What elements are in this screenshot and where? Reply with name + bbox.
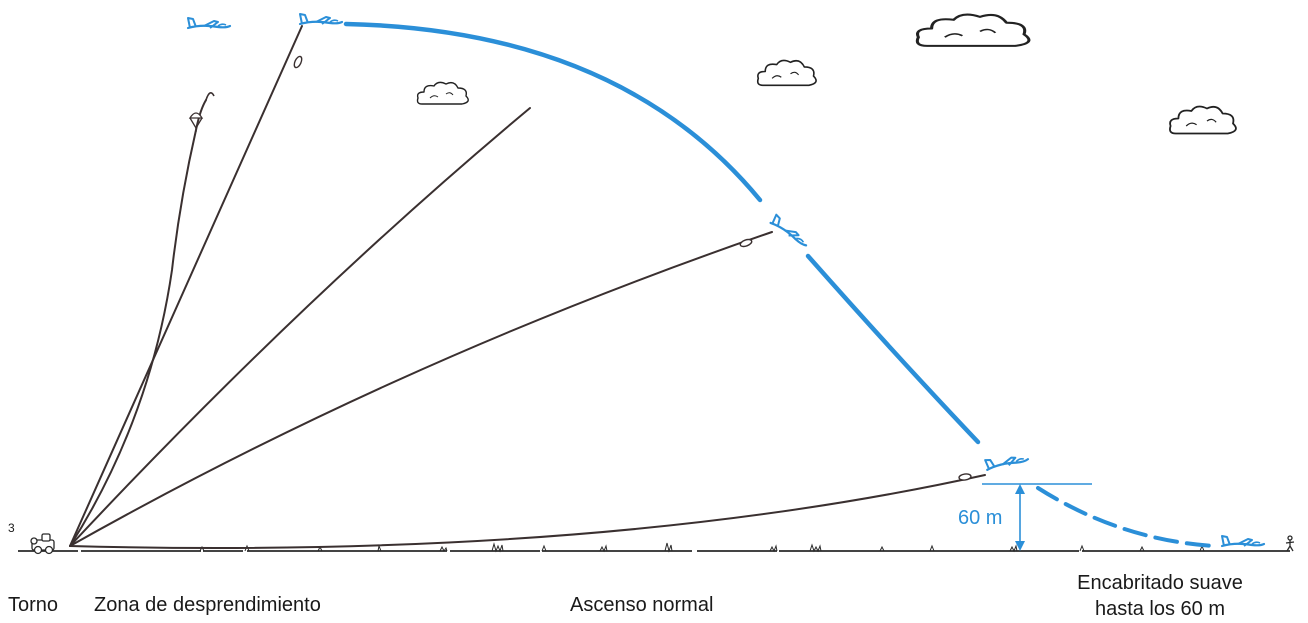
parachute-icon [188, 112, 204, 132]
height-label: 60 m [958, 507, 1002, 529]
glider-icon [769, 213, 812, 249]
cable-low [69, 474, 986, 549]
caption-gentle-pullup: Encabritado suave hasta los 60 m [1060, 570, 1260, 622]
cable-mid-low [69, 231, 773, 547]
caption-normal-climb: Ascenso normal [570, 594, 714, 616]
flight-path-arc [343, 21, 763, 203]
winch-tag: 3 [8, 521, 15, 535]
caption-gentle-pullup-line2: hasta los 60 m [1094, 598, 1226, 620]
caption-release-zone: Zona de desprendimiento [94, 594, 321, 616]
cloud-icon [1169, 105, 1237, 135]
cloud-icon [756, 59, 817, 87]
flight-path [343, 21, 1216, 548]
cable-mid-high [69, 107, 531, 547]
caption-gentle-pullup-line1: Encabritado suave [1077, 572, 1243, 594]
cable-to-top-glider [69, 25, 303, 547]
cloud-icon [915, 13, 1031, 48]
cable-rings [293, 55, 972, 481]
height-arrow-down [1015, 541, 1025, 551]
glider-icon [186, 16, 232, 30]
caption-winch: Torno [8, 594, 59, 616]
glider-icon [984, 450, 1030, 471]
glider-icon [1220, 534, 1266, 548]
person-icon [1285, 535, 1295, 552]
winch-cables [69, 25, 986, 549]
winch-icon [30, 533, 55, 555]
cable-released-parachute [69, 99, 207, 547]
cloud-icon [416, 81, 469, 105]
flight-path-descent [805, 253, 981, 445]
height-arrow-up [1015, 484, 1025, 494]
released-cable-hook [205, 92, 215, 101]
height-indicator: 60 m [958, 483, 1092, 551]
glider-icon [298, 12, 344, 26]
flight-path-pullup [1036, 486, 1216, 548]
